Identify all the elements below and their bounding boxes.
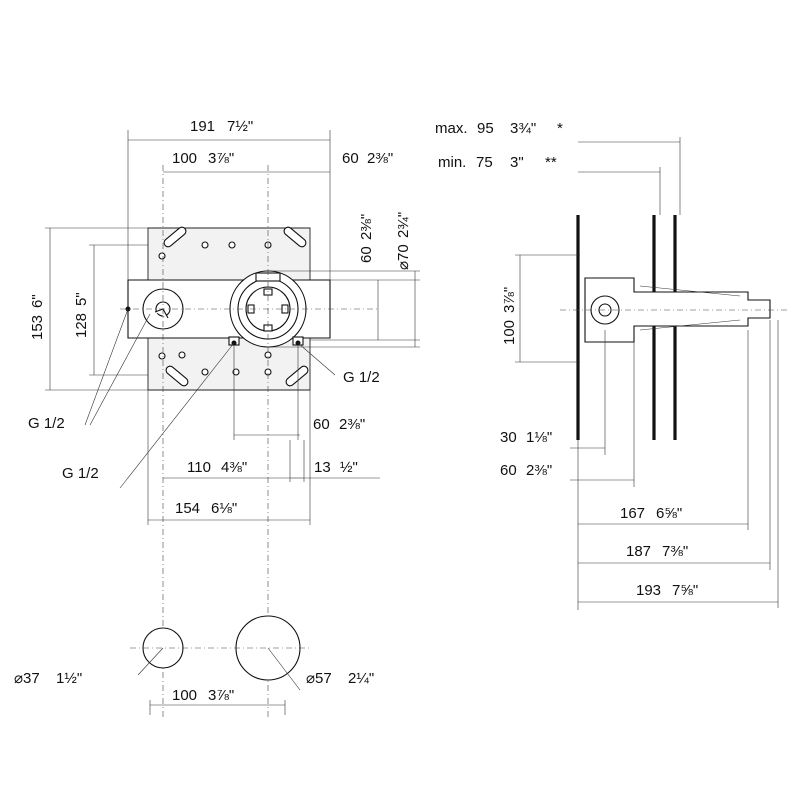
dim-167-value: 167 (620, 505, 645, 522)
dim-153: 153 6" (29, 294, 46, 340)
dim-167: 167 6⅝" (620, 505, 682, 522)
dim-60-vertical-value: 60 (358, 246, 375, 263)
dim-37-value: ⌀37 (14, 670, 40, 687)
dim-min-prefix: min. (438, 154, 466, 171)
dim-60-vertical: 60 2⅜" (358, 214, 375, 263)
dim-128-value: 128 (73, 313, 90, 338)
dim-30-side: 30 1⅛" (500, 429, 552, 446)
dim-187-inch: 7⅜" (662, 543, 688, 560)
dim-min-mark: ** (545, 154, 557, 171)
dim-100-top-value: 100 (172, 150, 197, 167)
dim-60-side-value: 60 (500, 462, 517, 479)
plate-slots (158, 226, 309, 387)
dim-110: 110 4⅜" (187, 459, 247, 476)
dim-60-top-inch: 2⅜" (367, 150, 393, 167)
dim-100-rosette-inch: 3⅞" (208, 687, 234, 704)
rosettes-view: ⌀37 1½" ⌀57 2¼" 100 3⅞" (14, 615, 374, 715)
dim-60-vertical-inch: 2⅜" (358, 214, 375, 240)
dim-100-top: 100 3⅞" (172, 150, 234, 167)
dim-100-rosette-value: 100 (172, 687, 197, 704)
dim-154-inch: 6⅛" (211, 500, 237, 517)
dim-60-bottom-inch: 2⅜" (339, 416, 365, 433)
dim-max-95: max. 95 3¾" * (435, 120, 563, 137)
dim-191-inch: 7½" (227, 118, 253, 135)
dim-193-inch: 7⅝" (672, 582, 698, 599)
dim-60-side: 60 2⅜" (500, 462, 552, 479)
dim-30-value: 30 (500, 429, 517, 446)
dim-13-value: 13 (314, 459, 331, 476)
dim-60-top-value: 60 (342, 150, 359, 167)
dim-100-side-value: 100 (501, 320, 518, 345)
dim-110-inch: 4⅜" (221, 459, 247, 476)
dim-max-value: 95 (477, 120, 494, 137)
dim-128: 128 5" (73, 292, 90, 338)
dim-min-inch: 3" (510, 154, 524, 171)
dim-193: 193 7⅝" (636, 582, 698, 599)
dim-57-value: ⌀57 (306, 670, 332, 687)
dim-153-inch: 6" (29, 294, 46, 308)
dim-110-value: 110 (187, 459, 211, 476)
dim-60-bottom: 60 2⅜" (313, 416, 365, 433)
dim-60-side-inch: 2⅜" (526, 462, 552, 479)
dim-30-inch: 1⅛" (526, 429, 552, 446)
dim-100-side-inch: 3⅞" (501, 287, 518, 313)
dim-154-value: 154 (175, 500, 200, 517)
dim-128-inch: 5" (73, 292, 90, 306)
dim-167-inch: 6⅝" (656, 505, 682, 522)
dim-60-top: 60 2⅜" (342, 150, 393, 167)
dim-70-value: ⌀70 (395, 244, 412, 270)
dim-70-diameter: ⌀70 2¾" (395, 212, 412, 270)
dim-100-top-inch: 3⅞" (208, 150, 234, 167)
thread-label-left-upper: G 1/2 (28, 415, 65, 432)
dim-70-inch: 2¾" (395, 212, 412, 238)
dim-191-value: 191 (190, 118, 215, 135)
thread-label-right: G 1/2 (343, 369, 380, 386)
dim-57-diameter: ⌀57 2¼" (306, 670, 374, 687)
thread-label-left-lower: G 1/2 (62, 465, 99, 482)
dim-193-value: 193 (636, 582, 661, 599)
dim-min-75: min. 75 3" ** (438, 154, 557, 171)
side-view: max. 95 3¾" * min. 75 3" ** 100 3⅞" 30 1… (435, 120, 790, 610)
dim-max-inch: 3¾" (510, 120, 536, 137)
front-view: 191 7½" 100 3⅞" 60 2⅜" 60 2⅜" ⌀70 2¾" 15… (28, 118, 420, 720)
dim-37-diameter: ⌀37 1½" (14, 670, 82, 687)
dim-max-prefix: max. (435, 120, 468, 137)
dim-13: 13 ½" (314, 459, 358, 476)
dim-57-inch: 2¼" (348, 670, 374, 687)
dim-min-value: 75 (476, 154, 493, 171)
dim-37-inch: 1½" (56, 670, 82, 687)
dim-13-inch: ½" (340, 459, 358, 476)
dim-100-rosette: 100 3⅞" (172, 687, 234, 704)
dim-60-bottom-value: 60 (313, 416, 330, 433)
dim-153-value: 153 (29, 315, 46, 340)
dim-187-value: 187 (626, 543, 651, 560)
dim-191: 191 7½" (190, 118, 253, 135)
dim-154: 154 6⅛" (175, 500, 237, 517)
dim-100-side: 100 3⅞" (501, 287, 518, 345)
dim-max-mark: * (557, 120, 563, 137)
dim-187: 187 7⅜" (626, 543, 688, 560)
